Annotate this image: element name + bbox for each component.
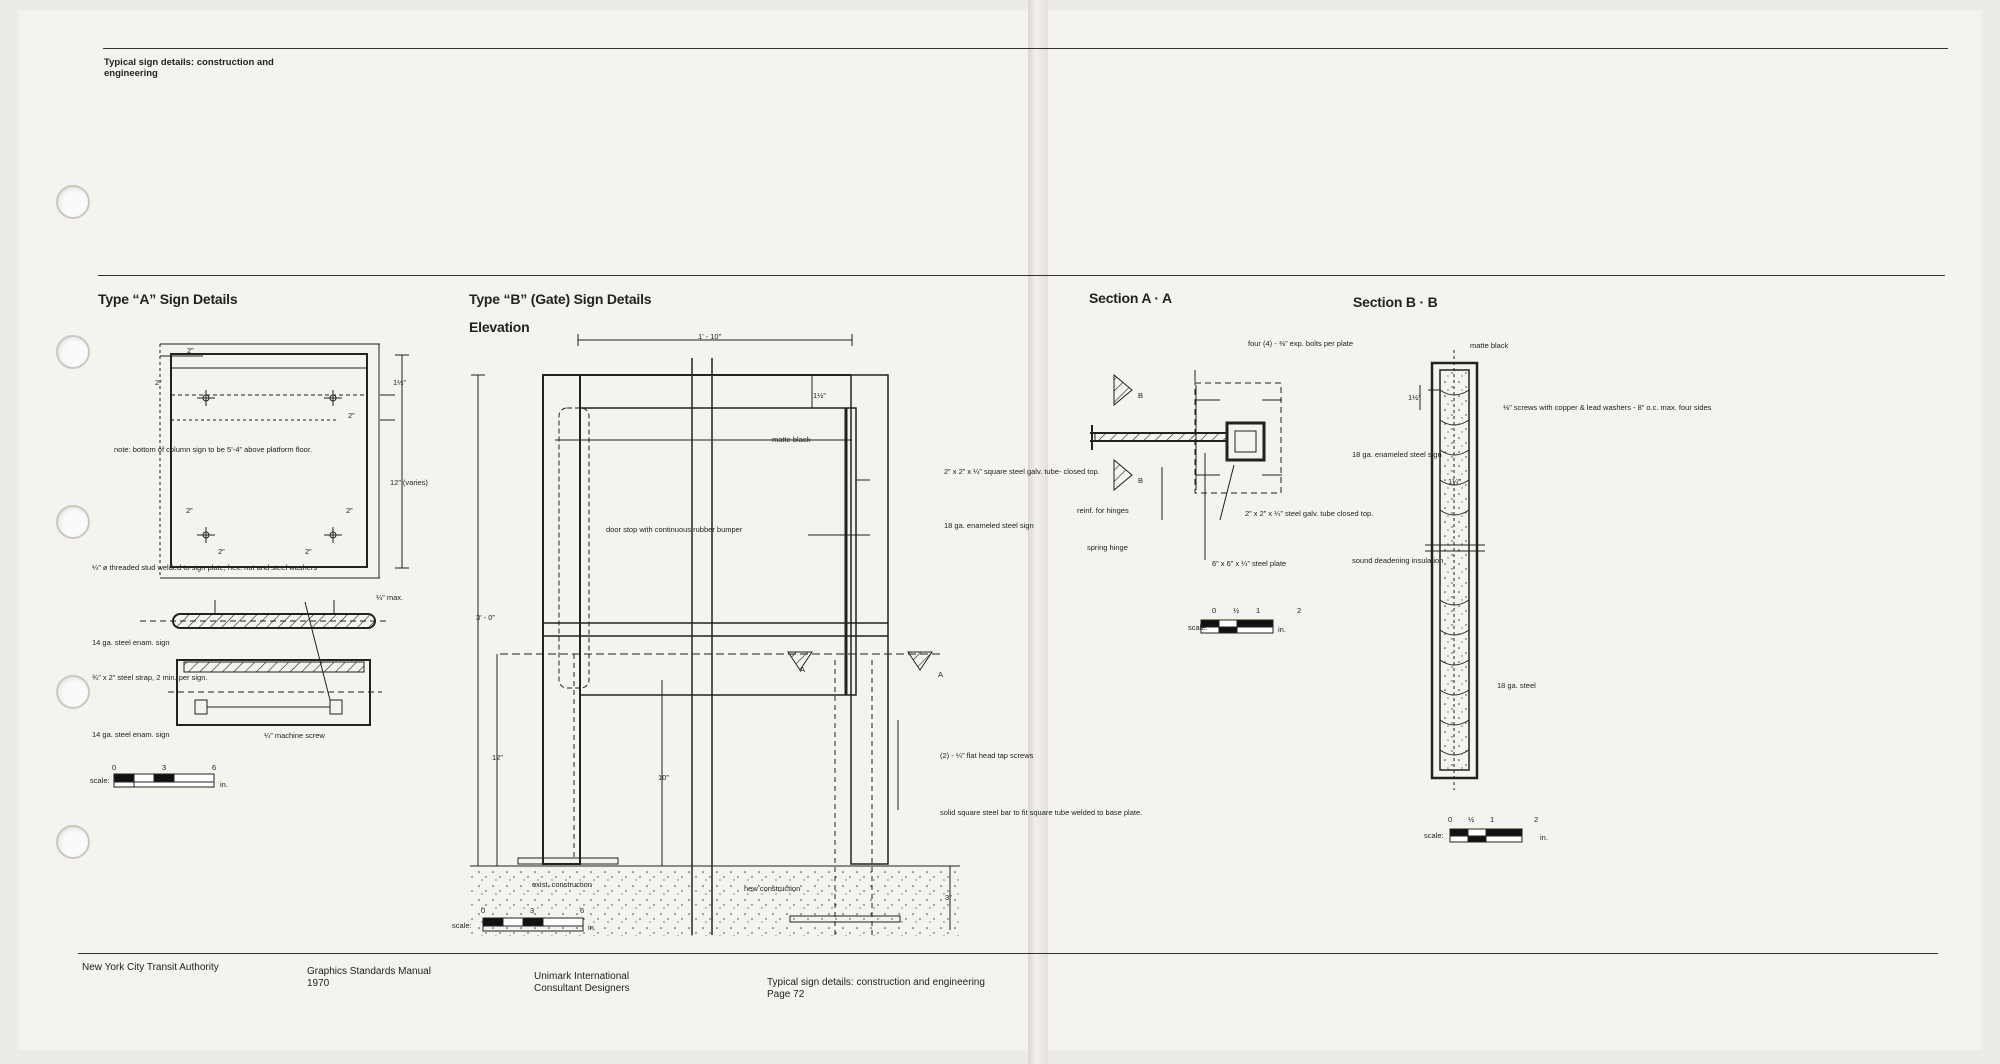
- section-aa-drawing: [1090, 370, 1282, 634]
- type-a-scale-label: scale:: [90, 776, 110, 785]
- punch-hole: [56, 505, 90, 539]
- right-page: [1040, 10, 1982, 1050]
- section-bb-dim: 1¼”: [1448, 477, 1461, 486]
- section-aa-reinf: reinf. for hinges: [1077, 506, 1129, 515]
- section-marker-b: B: [1138, 476, 1143, 485]
- elevation-heading: Elevation: [469, 319, 530, 335]
- section-aa-bolts: four (4) - ⅜” exp. bolts per plate: [1248, 339, 1353, 348]
- type-b-exist: exist. construction: [532, 880, 592, 889]
- section-bb-scale-tick: ½: [1468, 815, 1475, 824]
- type-a-strap: ¾” x 2” steel strap, 2 min. per sign.: [92, 673, 207, 682]
- section-bb-scale-tick: 0: [1448, 815, 1452, 824]
- type-b-matte: matte black: [772, 435, 811, 444]
- type-b-door: door stop with continuous rubber bumper: [606, 525, 743, 534]
- top-rule: [103, 48, 1948, 49]
- type-a-enam1: 14 ga. steel enam. sign: [92, 638, 170, 647]
- type-b-h1-5: 1½”: [813, 391, 826, 400]
- type-a-dim: 2”: [348, 411, 355, 420]
- section-aa-tube: 2” x 2” x ¼” steel galv. tube closed top…: [1245, 509, 1373, 518]
- type-a-dim: 2”: [187, 346, 194, 355]
- type-a-dim: 2”: [305, 547, 312, 556]
- type-b-drawing: [470, 334, 960, 936]
- type-a-dim: 1½”: [393, 378, 406, 387]
- punch-hole: [56, 675, 90, 709]
- type-b-flat: (2) - ¼” flat head tap screws: [940, 751, 1034, 760]
- type-b-width: 1’ - 10”: [698, 332, 722, 341]
- footer-page: Typical sign details: construction and e…: [767, 977, 985, 1000]
- type-a-dim: 2”: [346, 506, 353, 515]
- section-bb-heading: Section B · B: [1353, 294, 1438, 310]
- section-marker-a: A: [938, 670, 943, 679]
- footer-authority: New York City Transit Authority: [82, 962, 219, 973]
- section-marker-b: B: [1138, 391, 1143, 400]
- type-b-bar: solid square steel bar to fit square tub…: [940, 808, 1142, 817]
- section-bb-scale-unit: in.: [1540, 833, 1548, 842]
- type-b-scale-tick: 0: [481, 906, 485, 915]
- section-aa-spring: spring hinge: [1087, 543, 1128, 552]
- punch-hole: [56, 185, 90, 219]
- section-bb-screws: ⅛” screws with copper & lead washers - 8…: [1503, 403, 1712, 412]
- type-a-heading: Type “A” Sign Details: [98, 291, 238, 307]
- footer-manual: Graphics Standards Manual 1970: [307, 966, 431, 989]
- footer-rule: [78, 953, 1938, 954]
- type-a-scale-tick: 0: [112, 763, 116, 772]
- section-marker-a: A: [800, 665, 805, 674]
- type-a-enam2: 14 ga. steel enam. sign: [92, 730, 170, 739]
- section-bb-scale-label: scale:: [1424, 831, 1444, 840]
- type-b-scale-label: scale:: [452, 921, 472, 930]
- type-b-h3: 3”: [945, 893, 952, 902]
- type-a-dim: 2”: [218, 547, 225, 556]
- section-bb-steel: 18 ga. steel: [1497, 681, 1536, 690]
- type-a-max-note: ¼” max.: [376, 593, 403, 602]
- section-bb-scale-tick: 2: [1534, 815, 1538, 824]
- section-aa-plate: 6” x 6” x ¼” steel plate: [1212, 559, 1286, 568]
- section-aa-scale-tick: 2: [1297, 606, 1301, 615]
- type-b-new: new construction: [744, 884, 800, 893]
- section-bb-sign: 18 ga. enameled steel sign: [1352, 450, 1442, 459]
- type-a-screw: ¼” machine screw: [264, 731, 325, 740]
- binding-gutter: [1028, 0, 1048, 1064]
- section-aa-scale-tick: 1: [1256, 606, 1260, 615]
- type-b-scale-tick: 6: [580, 906, 584, 915]
- type-b-h12: 12”: [492, 753, 503, 762]
- section-bb-dim: 1½”: [1408, 393, 1421, 402]
- type-a-dim: 2”: [155, 378, 162, 387]
- header-title: Typical sign details: construction and e…: [104, 57, 274, 79]
- section-aa-scale-unit: in.: [1278, 625, 1286, 634]
- type-a-scale-tick: 3: [162, 763, 166, 772]
- footer-designers: Unimark International Consultant Designe…: [534, 971, 630, 994]
- type-a-note-line1: note: bottom of column sign to be 5’-4” …: [114, 445, 312, 454]
- section-aa-scale-tick: 0: [1212, 606, 1216, 615]
- section-rule: [98, 275, 1945, 276]
- type-b-h10: 10”: [658, 773, 669, 782]
- section-bb-sound: sound deadening insulation: [1352, 556, 1443, 565]
- section-aa-scale-tick: ½: [1233, 606, 1240, 615]
- type-a-scale-tick: 6: [212, 763, 216, 772]
- type-a-stud-note: ¼” ø threaded stud welded to sign plate,…: [92, 563, 317, 572]
- type-a-dim: 2”: [186, 506, 193, 515]
- type-b-scale-tick: 3: [530, 906, 534, 915]
- punch-hole: [56, 335, 90, 369]
- type-a-dim: 12” (varies): [390, 478, 428, 487]
- type-a-scale-unit: in.: [220, 780, 228, 789]
- section-bb-scale-tick: 1: [1490, 815, 1494, 824]
- type-b-heading: Type “B” (Gate) Sign Details: [469, 291, 652, 307]
- type-b-tube: 2” x 2” x ¼” square steel galv. tube- cl…: [944, 467, 1100, 476]
- type-a-drawing: [113, 343, 409, 788]
- type-b-enam: 18 ga. enameled steel sign: [944, 521, 1034, 530]
- type-b-scale-unit: in.: [588, 923, 596, 932]
- section-bb-matte: matte black: [1470, 341, 1509, 350]
- section-aa-scale-label: scale:: [1188, 623, 1208, 632]
- type-b-h30: 3’ - 0”: [476, 613, 495, 622]
- section-bb-drawing: [1419, 350, 1523, 843]
- section-aa-heading: Section A · A: [1089, 290, 1172, 306]
- punch-hole: [56, 825, 90, 859]
